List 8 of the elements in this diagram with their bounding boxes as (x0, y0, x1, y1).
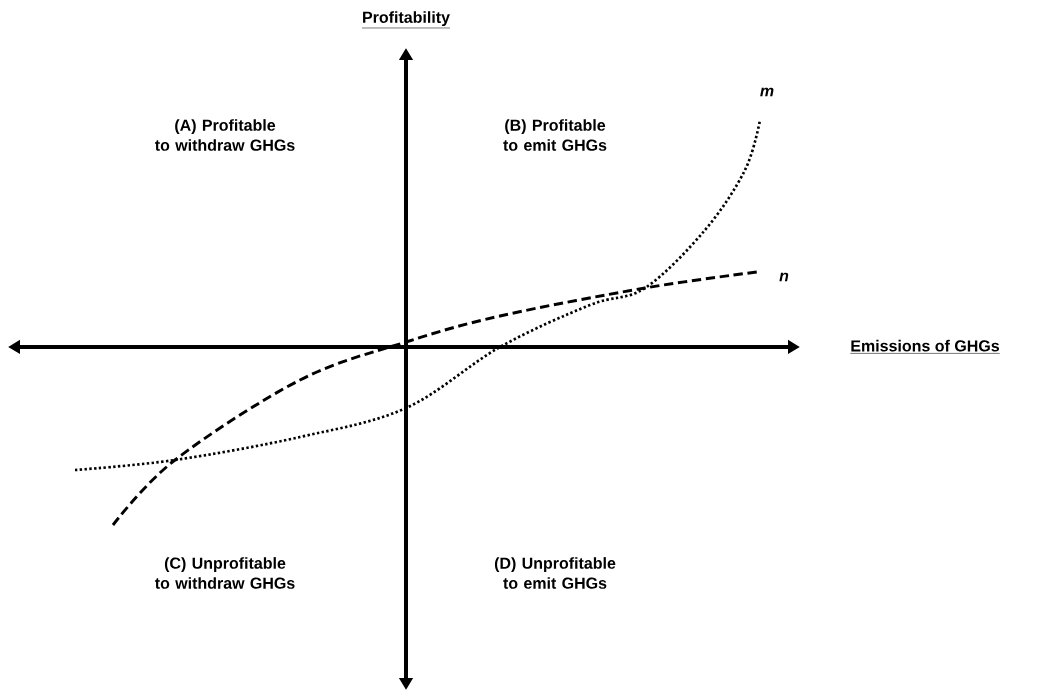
curve-label: n (779, 272, 789, 282)
axis-title: Profitability (361, 11, 451, 29)
quadrant-label: (B) Profitable to emit GHGs (503, 119, 607, 151)
curve-label: m (760, 87, 774, 97)
axis-title: Emissions of GHGs (850, 339, 1000, 354)
quadrant-label: (D) Unprofitable to emit GHGs (494, 557, 616, 589)
quadrant-label: (C) Unprofitable to withdraw GHGs (154, 557, 295, 589)
quadrant-label: (A) Profitable to withdraw GHGs (154, 119, 295, 151)
